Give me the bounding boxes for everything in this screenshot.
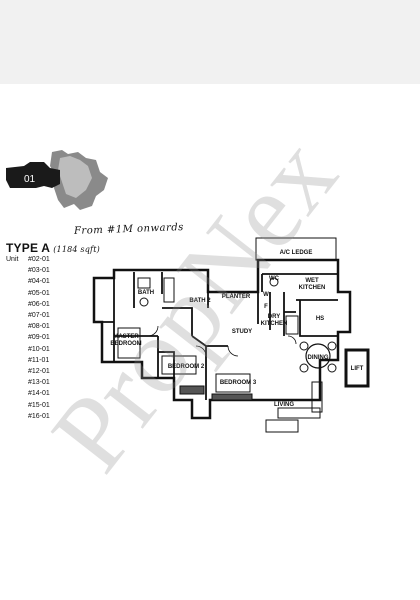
room-label-dining: DINING: [308, 355, 329, 361]
unit-number: #03-01: [28, 267, 50, 275]
logo-dark-shape: [6, 162, 60, 188]
floor-plan: A/C LEDGE WC WET KITCHEN W F DRY KITCHEN…: [92, 237, 370, 433]
room-label-master-bedroom-1: MASTER: [113, 334, 139, 340]
logo-number: 01: [24, 174, 36, 185]
master-bed: [117, 327, 141, 359]
room-label-wc: WC: [269, 276, 280, 282]
wardrobe: [163, 277, 175, 303]
sofa: [277, 407, 321, 419]
unit-number: #16-01: [28, 412, 50, 420]
dining-chair: [327, 363, 337, 373]
room-label-ac-ledge: A/C LEDGE: [280, 250, 313, 256]
unit-number: #04-01: [28, 278, 50, 286]
ac-ledge-outline: [255, 237, 337, 261]
unit-label: Unit: [6, 256, 19, 263]
door-swing: [227, 345, 239, 357]
sofa-side: [311, 381, 323, 413]
dining-table: [305, 343, 331, 369]
room-label-bath2: BATH 2: [189, 298, 211, 304]
unit-number: #08-01: [28, 323, 50, 331]
unit-number: #05-01: [28, 289, 50, 297]
inner-walls: [102, 272, 338, 400]
bath-fixture: [137, 277, 151, 289]
kitchen-sink: [269, 277, 279, 287]
unit-number: #02-01: [28, 256, 50, 263]
door-swing: [147, 325, 159, 337]
bedroom3-bed: [215, 373, 251, 393]
room-label-living: LIVING: [274, 402, 294, 408]
dining-chair: [299, 341, 309, 351]
unit-list: #02-01 #03-01 #04-01 #05-01 #06-01 #07-01 #08-…: [28, 254, 50, 422]
unit-number: #11-01: [28, 356, 50, 364]
kitchen-counter: [285, 315, 299, 335]
wardrobe-strip-1: [179, 385, 205, 395]
unit-number: #15-01: [28, 401, 50, 409]
unit-number: #07-01: [28, 312, 50, 320]
unit-number: #06-01: [28, 300, 50, 308]
room-label-w: W: [263, 292, 269, 298]
unit-number: #13-01: [28, 379, 50, 387]
dining-chair: [327, 341, 337, 351]
bedroom2-bed: [161, 355, 197, 375]
coffee-table: [265, 419, 299, 433]
outer-wall: [92, 258, 352, 420]
room-label-bath: BATH: [138, 290, 154, 296]
unit-number: #14-01: [28, 390, 50, 398]
room-label-bedroom2: BEDROOM 2: [168, 364, 205, 370]
door-swing: [287, 335, 297, 345]
room-label-bedroom3: BEDROOM 3: [220, 380, 257, 386]
room-label-wet-kitchen-1: WET: [305, 278, 319, 284]
wardrobe-strip-2: [211, 393, 253, 401]
unit-type-name: TYPE A: [6, 241, 50, 255]
room-label-study: STUDY: [232, 329, 252, 335]
room-label-master-bedroom-2: BEDROOM: [110, 341, 141, 347]
logo-textured-shape-light: [58, 156, 92, 198]
room-label-planter: PLANTER: [222, 294, 251, 300]
bath-basin: [139, 297, 149, 307]
lift-block: [344, 348, 370, 388]
room-label-dry-kitchen-2: KITCHEN: [261, 321, 288, 327]
unit-number: #10-01: [28, 345, 50, 353]
top-band: [0, 0, 420, 84]
room-label-dry-kitchen-1: DRY: [268, 314, 280, 320]
block-logo: 01: [6, 150, 108, 210]
unit-number: #09-01: [28, 334, 50, 342]
unit-type-area: (1184 sqft): [53, 245, 100, 254]
unit-number: #12-01: [28, 368, 50, 376]
door-swing: [195, 345, 207, 357]
room-label-f: F: [264, 304, 268, 310]
dining-chair: [299, 363, 309, 373]
room-label-lift: LIFT: [351, 366, 364, 372]
room-label-wet-kitchen-2: KITCHEN: [299, 285, 326, 291]
unit-type-title: TYPE A (1184 sqft): [6, 241, 100, 255]
room-label-hs: HS: [316, 316, 324, 322]
